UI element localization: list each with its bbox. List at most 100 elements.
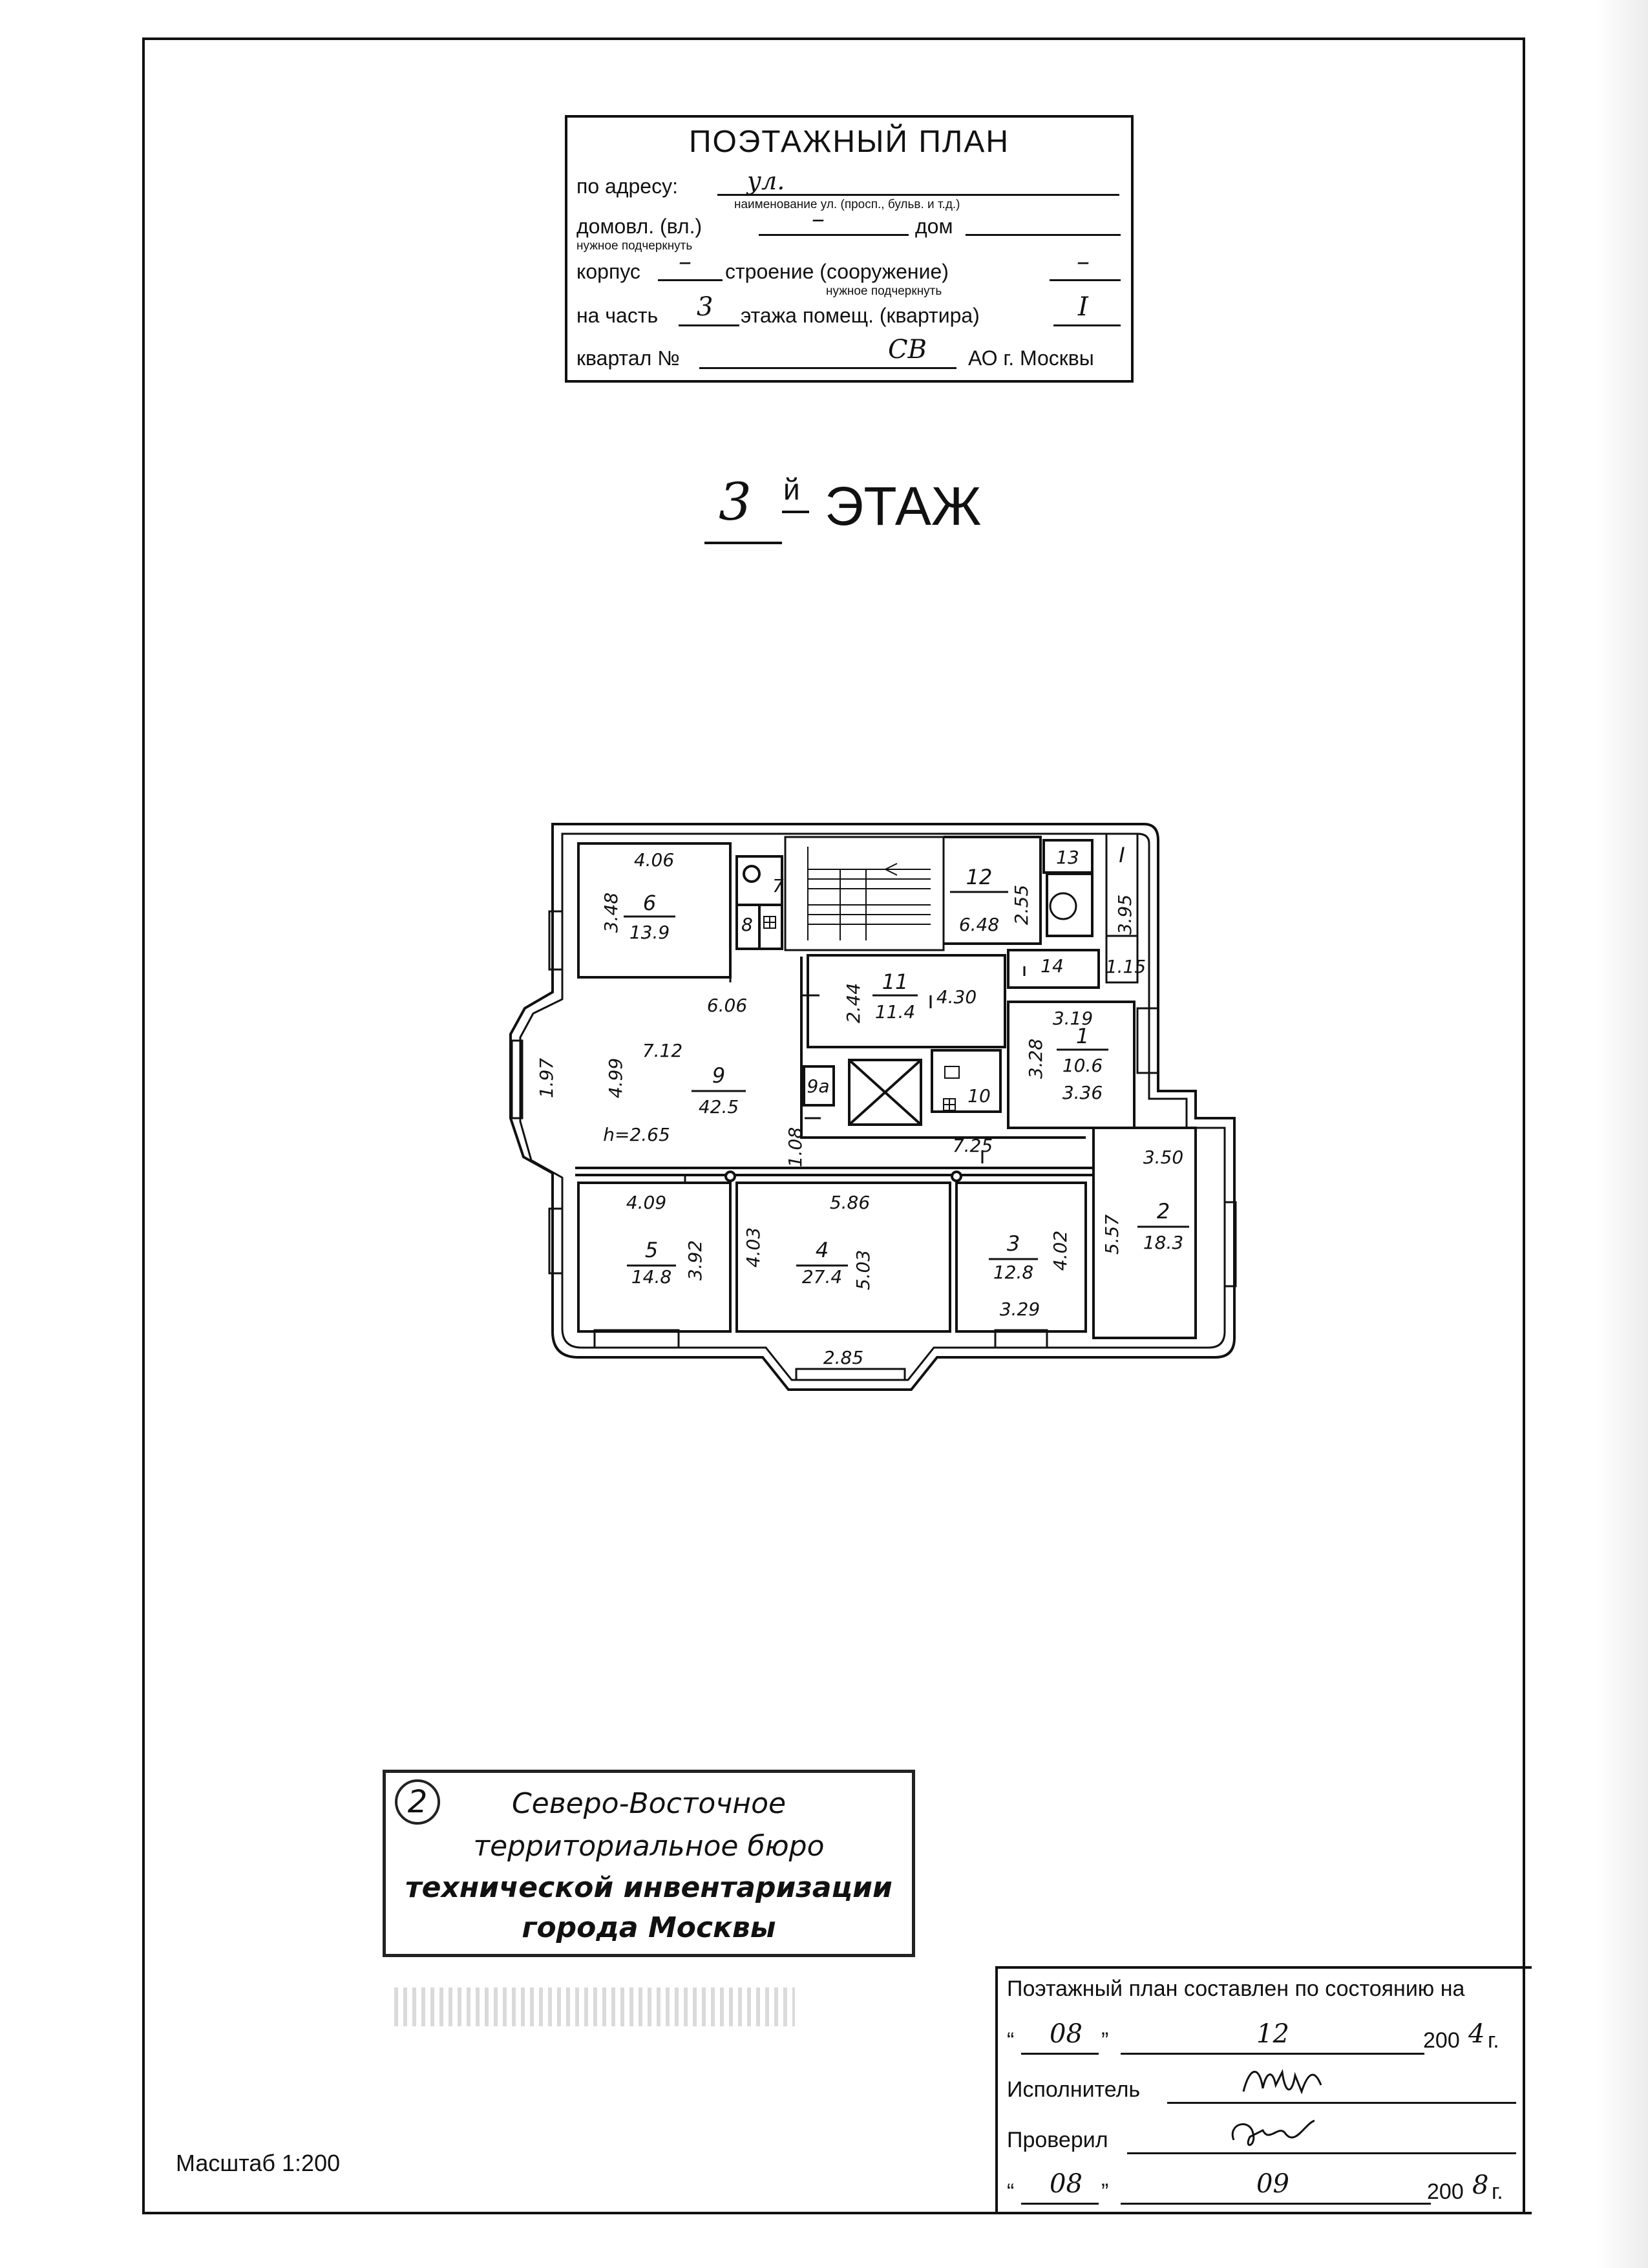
address-label: по адресу: (576, 175, 678, 198)
stroenie-hint: нужное подчеркнуть (826, 284, 942, 298)
room-I-id: I (1119, 843, 1125, 867)
dim-5-57: 5.57 (1101, 1214, 1123, 1255)
date2-open-quote: “ (1007, 2179, 1015, 2204)
date2-month-line (1121, 2203, 1431, 2205)
date1-year-prefix: 200 (1423, 2028, 1460, 2053)
date2-day-line (1021, 2203, 1099, 2205)
dom-label: дом (915, 215, 953, 238)
dim-4-30: 4.30 (936, 986, 977, 1008)
dimension-labels: 4.06 3.48 6.06 2.55 3.95 1.15 2.44 4.30 … (536, 849, 1183, 1368)
executor-signature (1242, 2069, 1322, 2095)
etazh-label: этажа помещ. (квартира) (741, 304, 980, 327)
date1-close-quote: ” (1101, 2028, 1109, 2053)
part-line (679, 324, 739, 326)
bti-stamp: 2 Северо-Восточное территориальное бюро … (383, 1770, 915, 1957)
room-2-id: 2 (1157, 1199, 1170, 1224)
scan-edge (1596, 0, 1648, 2268)
executor-label: Исполнитель (1007, 2077, 1141, 2102)
part-label: на часть (576, 304, 659, 327)
date2-month: 09 (1256, 2169, 1289, 2199)
room-10-id: 10 (967, 1085, 991, 1107)
date2-year-digit: 8 (1472, 2170, 1489, 2200)
date1-month: 12 (1256, 2019, 1289, 2049)
okrug-value: СВ (888, 335, 927, 365)
dim-4-09: 4.09 (626, 1192, 666, 1213)
dim-7-12: 7.12 (642, 1040, 682, 1061)
room-5-area: 14.8 (631, 1266, 671, 1288)
room-7-id: 7 (772, 875, 784, 896)
date1-year-digit: 4 (1468, 2019, 1485, 2049)
date2-day: 08 (1050, 2169, 1083, 2199)
checked-label: Проверил (1007, 2128, 1108, 2152)
dim-3-29: 3.29 (1000, 1298, 1040, 1320)
dim-1-08: 1.08 (785, 1127, 806, 1167)
date2-close-quote: ” (1101, 2179, 1109, 2204)
room-9-id: 9 (712, 1063, 725, 1088)
part-value: 3 (697, 292, 713, 322)
room-12-area: 6.48 (959, 914, 999, 935)
address-hint: наименование ул. (просп., бульв. и т.д.) (734, 198, 960, 211)
kvartal-label: квартал № (576, 346, 680, 370)
room-labels: 6 13.9 7 8 12 6.48 13 I 14 11 11.4 9 42.… (624, 843, 1189, 1288)
dim-1-15: 1.15 (1106, 956, 1146, 977)
dim-3-48: 3.48 (600, 893, 622, 933)
domovl-label: домовл. (вл.) (576, 215, 703, 238)
room-5-id: 5 (645, 1238, 658, 1262)
domovl-line (759, 234, 909, 236)
room-3-area: 12.8 (993, 1262, 1033, 1283)
floor-number-underline (704, 542, 782, 544)
dim-3-19: 3.19 (1053, 1008, 1093, 1029)
plan-status-box: Поэтажный план составлен по состоянию на… (995, 1966, 1532, 2214)
address-line (717, 194, 1119, 196)
address-value: ул. (747, 167, 785, 195)
dim-1-97: 1.97 (536, 1058, 557, 1099)
ao-label: АО г. Москвы (968, 346, 1094, 370)
checked-signature (1231, 2119, 1315, 2146)
dim-2-55: 2.55 (1011, 885, 1032, 925)
scale-label: Масштаб 1:200 (176, 2150, 341, 2176)
date1-month-line (1121, 2053, 1424, 2055)
dim-4-99: 4.99 (605, 1058, 626, 1098)
stamp-line-4: города Москвы (522, 1911, 776, 1944)
date2-year-suffix: г. (1492, 2179, 1503, 2204)
dim-4-03: 4.03 (743, 1227, 764, 1267)
korpus-value: – (679, 247, 692, 277)
floor-suffix: й (783, 472, 800, 506)
room-2-area: 18.3 (1143, 1232, 1183, 1253)
room-3-id: 3 (1007, 1231, 1020, 1256)
date2-year-prefix: 200 (1427, 2179, 1464, 2204)
date1-year-suffix: г. (1488, 2028, 1499, 2053)
room-6-area: 13.9 (629, 922, 670, 943)
room-6-id: 6 (643, 891, 656, 915)
stroenie-label: строение (сооружение) (725, 260, 949, 283)
room-11-area: 11.4 (875, 1001, 915, 1023)
room-9a-id: 9а (807, 1076, 830, 1097)
room-4-area: 27.4 (802, 1266, 842, 1288)
floor-suffix-underline (782, 511, 809, 513)
room-11-id: 11 (882, 970, 909, 994)
room-1-id: 1 (1076, 1024, 1089, 1048)
dim-2-85: 2.85 (823, 1347, 863, 1368)
room-9-area: 42.5 (699, 1096, 739, 1118)
floor-number: 3 (719, 472, 752, 532)
dim-5-86: 5.86 (830, 1192, 870, 1213)
dim-3-92: 3.92 (684, 1240, 706, 1280)
composed-label: Поэтажный план составлен по состоянию на (1007, 1977, 1465, 2001)
plan-walls (509, 823, 1237, 1391)
stroenie-value: – (1077, 247, 1090, 277)
faded-stamp-residue (394, 1987, 795, 2026)
dim-7-25: 7.25 (953, 1135, 993, 1156)
stroenie-line (1050, 279, 1121, 281)
page-frame (142, 37, 1525, 2214)
domovl-hint: нужное подчеркнуть (576, 239, 693, 253)
dim-h-2-65: h=2.65 (603, 1124, 670, 1145)
stamp-line-3: технической инвентаризации (405, 1871, 893, 1904)
room-4-id: 4 (816, 1238, 829, 1262)
dim-2-44: 2.44 (843, 983, 864, 1023)
dim-4-06: 4.06 (634, 849, 674, 871)
checked-line (1127, 2152, 1516, 2154)
dom-line (966, 234, 1121, 236)
pomesh-line (1053, 324, 1121, 326)
date1-day-line (1021, 2053, 1099, 2055)
